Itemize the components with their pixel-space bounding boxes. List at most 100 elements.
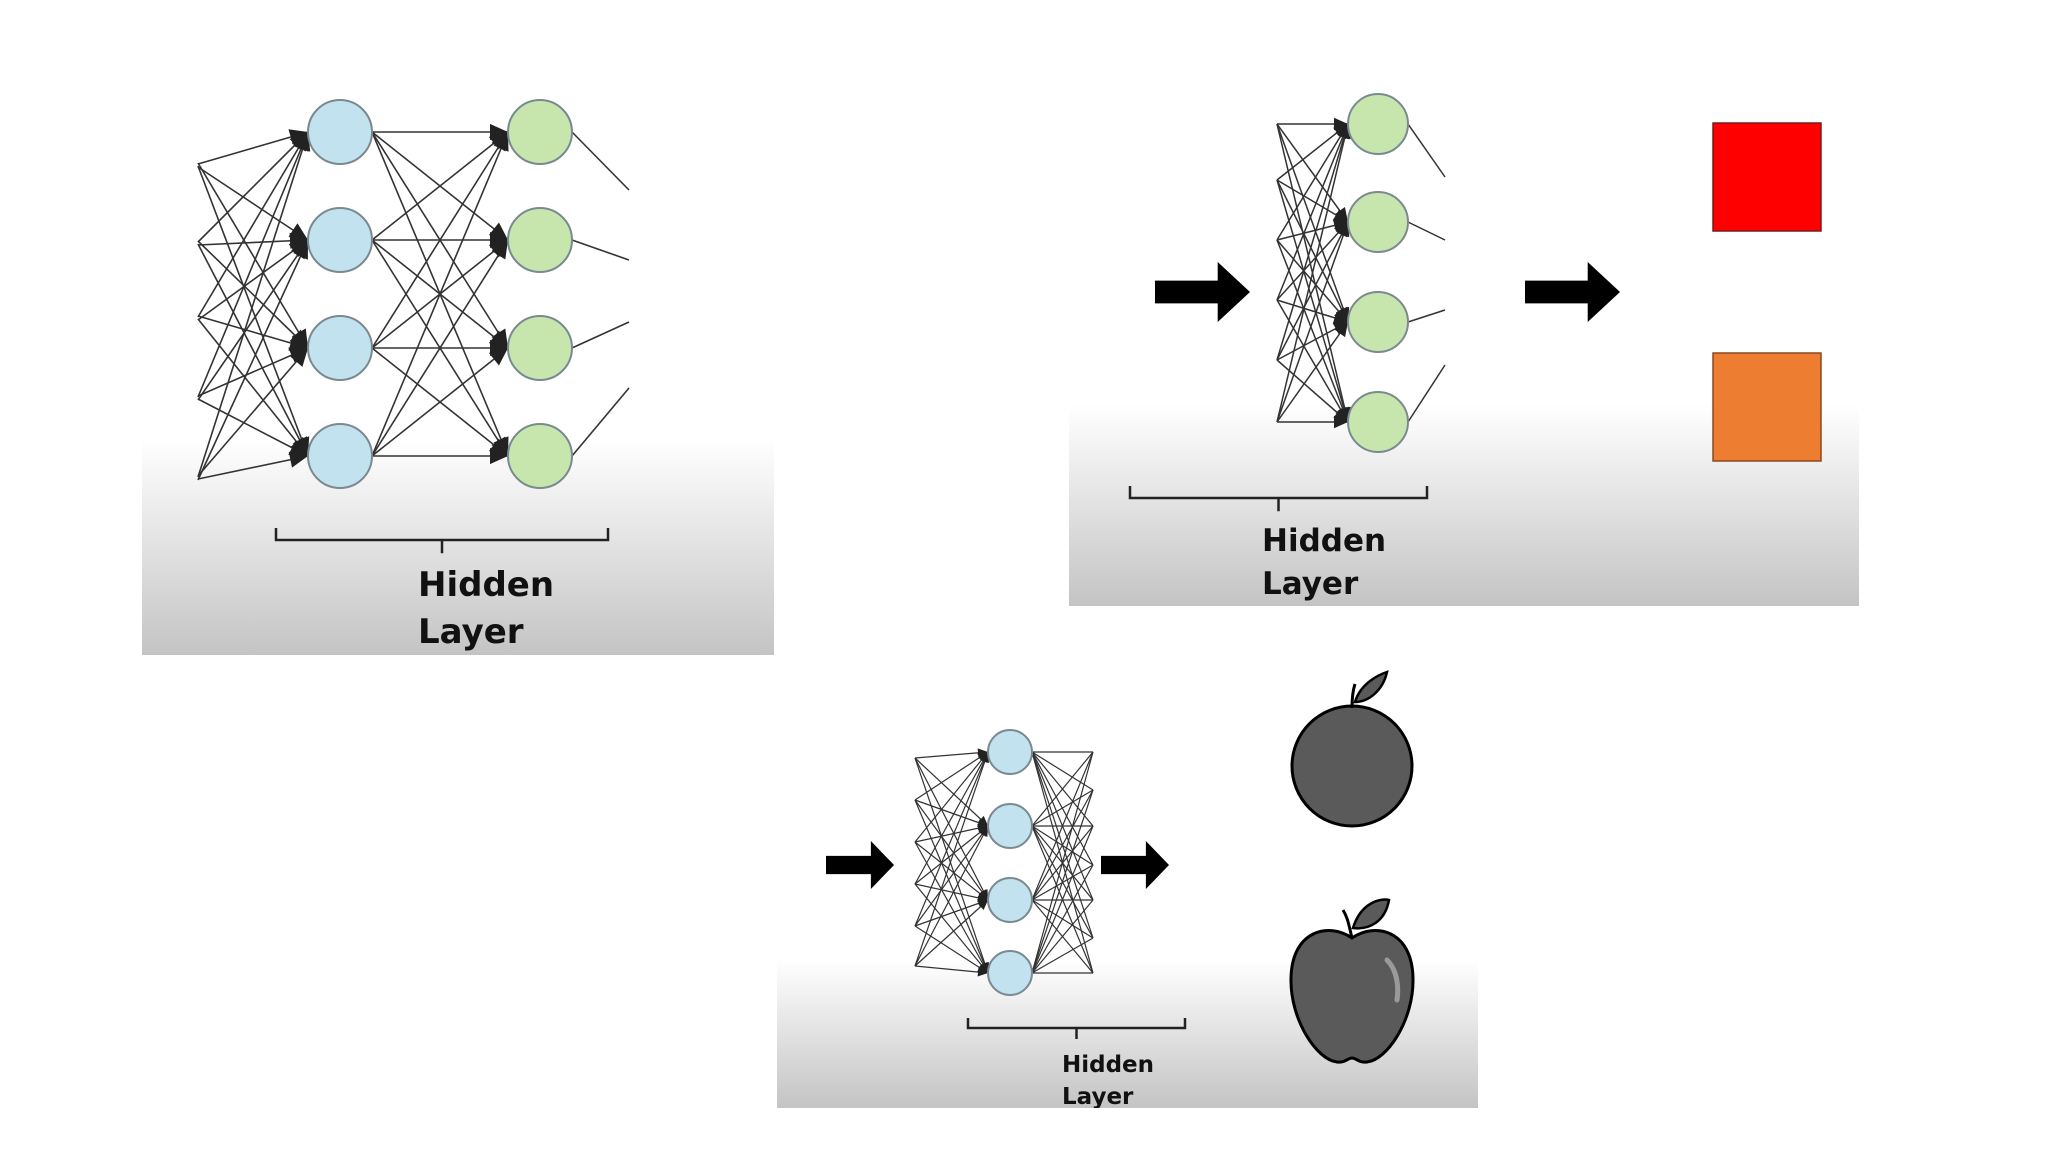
connection-line — [914, 841, 989, 901]
network-diagram-top-left: Hidden Layer — [142, 60, 774, 655]
connection-line — [197, 239, 309, 321]
leaf-icon — [1353, 670, 1389, 704]
connection-line — [371, 131, 509, 349]
connection-arrowhead — [979, 826, 988, 837]
connection-arrowhead — [288, 451, 308, 468]
neuron-node — [307, 423, 373, 489]
connection-line — [197, 162, 309, 349]
connection-line — [1276, 123, 1349, 423]
connection-line — [371, 131, 509, 457]
connection-line — [914, 757, 989, 827]
connection-line — [914, 799, 989, 901]
neuron-node — [1347, 191, 1409, 253]
network-diagram-graphic — [142, 99, 774, 655]
connection-line — [571, 321, 630, 349]
connection-arrowhead — [289, 329, 308, 348]
neuron-node — [507, 99, 573, 165]
connection-arrowhead — [493, 132, 509, 152]
connection-line — [914, 751, 989, 759]
neuron-node — [987, 877, 1033, 923]
connection-line — [914, 883, 989, 901]
output-arrow — [1525, 262, 1620, 322]
connection-line — [197, 239, 309, 246]
neuron-node — [987, 803, 1033, 849]
neuron-node — [307, 207, 373, 273]
connection-line — [1276, 321, 1349, 423]
neuron-node — [1347, 391, 1409, 453]
connection-line — [1276, 123, 1349, 323]
connection-arrowhead — [1332, 311, 1348, 324]
connection-arrowhead — [1334, 307, 1348, 322]
connection-arrowhead — [488, 348, 508, 366]
connection-line — [914, 883, 989, 974]
connection-line — [371, 131, 509, 241]
connection-line — [571, 131, 630, 191]
connection-line — [914, 751, 989, 843]
connection-line — [197, 455, 309, 480]
connection-line — [197, 131, 309, 165]
connection-line — [914, 751, 989, 967]
connection-arrowhead — [294, 132, 311, 152]
connection-line — [197, 239, 309, 401]
connection-line — [1407, 364, 1446, 423]
neuron-node — [307, 315, 373, 381]
connection-arrowhead — [1334, 415, 1348, 429]
connection-line — [571, 387, 630, 457]
hidden-layer-label-line1: Hidden — [418, 565, 555, 605]
connection-arrowhead — [490, 447, 508, 465]
connection-line — [1031, 899, 1094, 974]
connection-line — [914, 799, 989, 827]
neuron-node — [1347, 291, 1409, 353]
apple-highlight — [1384, 957, 1401, 1003]
connection-line — [197, 131, 309, 398]
hidden-layer-bracket — [966, 1018, 1187, 1039]
connection-line — [1031, 789, 1094, 901]
connection-line — [197, 239, 309, 481]
network-diagram-graphic — [1069, 93, 1859, 606]
connection-line — [1276, 221, 1349, 301]
connection-arrowhead — [977, 815, 988, 826]
connection-arrowhead — [293, 240, 308, 260]
hidden-layer-bracket — [274, 528, 610, 554]
panel-background — [142, 440, 774, 655]
connection-line — [1276, 179, 1349, 323]
connection-line — [914, 899, 989, 967]
connection-line — [914, 841, 989, 974]
neuron-node — [507, 423, 573, 489]
connection-line — [914, 751, 989, 885]
connection-line — [197, 165, 309, 457]
connection-arrowhead — [288, 440, 308, 456]
connection-line — [1276, 239, 1349, 323]
connection-line — [914, 757, 989, 901]
neuron-node — [507, 315, 573, 381]
connection-line — [1276, 239, 1349, 423]
connection-line — [914, 825, 989, 967]
connection-arrowhead — [491, 240, 508, 260]
connection-line — [371, 347, 509, 457]
connection-line — [1276, 221, 1349, 423]
fruit-stem — [1341, 909, 1354, 939]
hidden-layer-label-line2: Layer — [1062, 1084, 1134, 1108]
connection-line — [1031, 825, 1094, 974]
input-arrow — [1155, 262, 1250, 322]
connection-arrowhead — [1337, 222, 1350, 238]
neuron-node — [1347, 93, 1409, 155]
connection-arrowhead — [977, 900, 988, 911]
network-diagram-top-right: Hidden Layer — [1069, 60, 1859, 606]
connection-line — [1031, 937, 1094, 974]
connection-line — [1031, 789, 1094, 827]
connection-line — [197, 240, 309, 349]
connection-line — [197, 131, 309, 243]
connection-line — [914, 825, 989, 843]
connection-line — [1031, 751, 1094, 791]
connection-line — [914, 899, 989, 927]
connection-line — [197, 131, 309, 318]
connection-line — [1276, 359, 1349, 423]
connection-line — [1407, 123, 1446, 178]
connection-line — [1031, 751, 1094, 901]
connection-arrowhead — [1332, 209, 1348, 222]
output-arrow — [1101, 841, 1169, 889]
neuron-node — [987, 729, 1033, 775]
fruit-stem — [1350, 683, 1357, 709]
connection-line — [1407, 221, 1446, 241]
